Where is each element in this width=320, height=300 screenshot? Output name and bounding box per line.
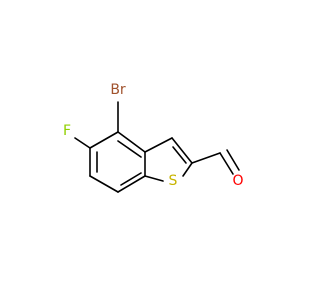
sulfur-label: S: [169, 173, 178, 189]
bond-c2-cho: [191, 152, 221, 164]
bond-c3-c2-inner: [172, 146, 187, 164]
structure-canvas: Br F S O: [63, 82, 244, 193]
bond-c5-f: [74, 137, 91, 149]
bond-c6-c7: [89, 175, 119, 193]
bond-c7-c7a: [117, 175, 146, 193]
fluorine-label: F: [63, 123, 71, 139]
bond-c2-s1: [182, 162, 193, 177]
oxygen-label: O: [232, 173, 243, 189]
molecule-diagram: Br F S O: [63, 82, 244, 193]
bond-c3-c2: [171, 137, 193, 164]
bond-c3a-c4: [117, 131, 146, 153]
bond-s1-c7a: [144, 175, 164, 182]
bond-c7-c7a-inner: [120, 172, 142, 186]
bromine-label: Br: [110, 82, 126, 98]
bond-c3a-c3: [144, 137, 173, 153]
bond-c4-c5: [89, 131, 119, 149]
bond-cho-o: [219, 152, 234, 175]
bond-c4-c4-inner: [117, 140, 142, 158]
bond-cho-o-inner: [226, 149, 240, 171]
